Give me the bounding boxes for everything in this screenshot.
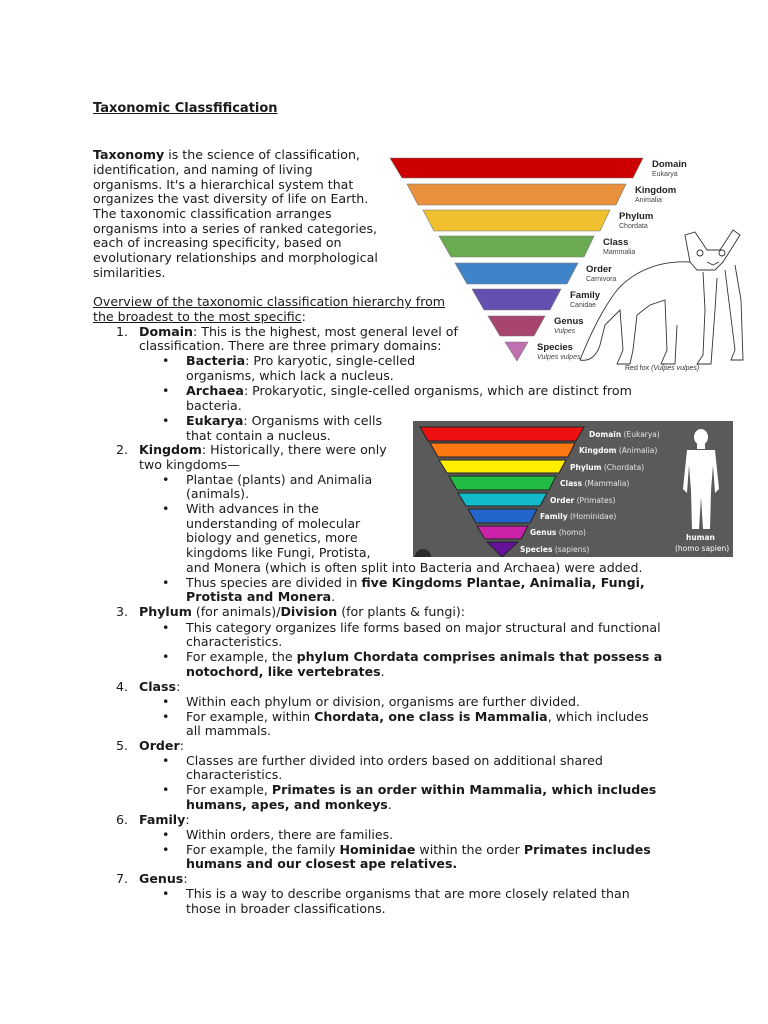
- bullet-icon: •: [162, 886, 170, 901]
- inverted-pyramid-graphic: [389, 157, 744, 365]
- document-title: Taxonomic Classfification: [93, 101, 278, 116]
- bullet-icon: •: [162, 649, 170, 664]
- fox-caption: Red fox (Vulpes vulpes): [625, 365, 700, 372]
- bullet-icon: •: [162, 709, 170, 724]
- bullet-icon: •: [162, 501, 170, 516]
- bullet-icon: •: [162, 827, 170, 842]
- bullet-icon: •: [162, 472, 170, 487]
- bullet-icon: •: [162, 413, 170, 428]
- intro-term: Taxonomy: [93, 147, 165, 162]
- bullet-icon: •: [162, 782, 170, 797]
- bullet-icon: •: [162, 753, 170, 768]
- bullet-icon: •: [162, 620, 170, 635]
- human-taxonomy-figure: Domain (Eukarya) Kingdom (Animalia) Phyl…: [413, 421, 733, 557]
- human-silhouette-icon: [683, 429, 719, 529]
- inverted-pyramid-graphic: [415, 426, 719, 557]
- bullet-icon: •: [162, 575, 170, 590]
- fox-taxonomy-figure: Domain Eukarya Kingdom Animalia Phylum C…: [385, 150, 755, 380]
- bullet-icon: •: [162, 842, 170, 857]
- bullet-icon: •: [162, 353, 170, 368]
- bullet-icon: •: [162, 694, 170, 709]
- fox-illustration-icon: [579, 229, 744, 365]
- bullet-icon: •: [162, 383, 170, 398]
